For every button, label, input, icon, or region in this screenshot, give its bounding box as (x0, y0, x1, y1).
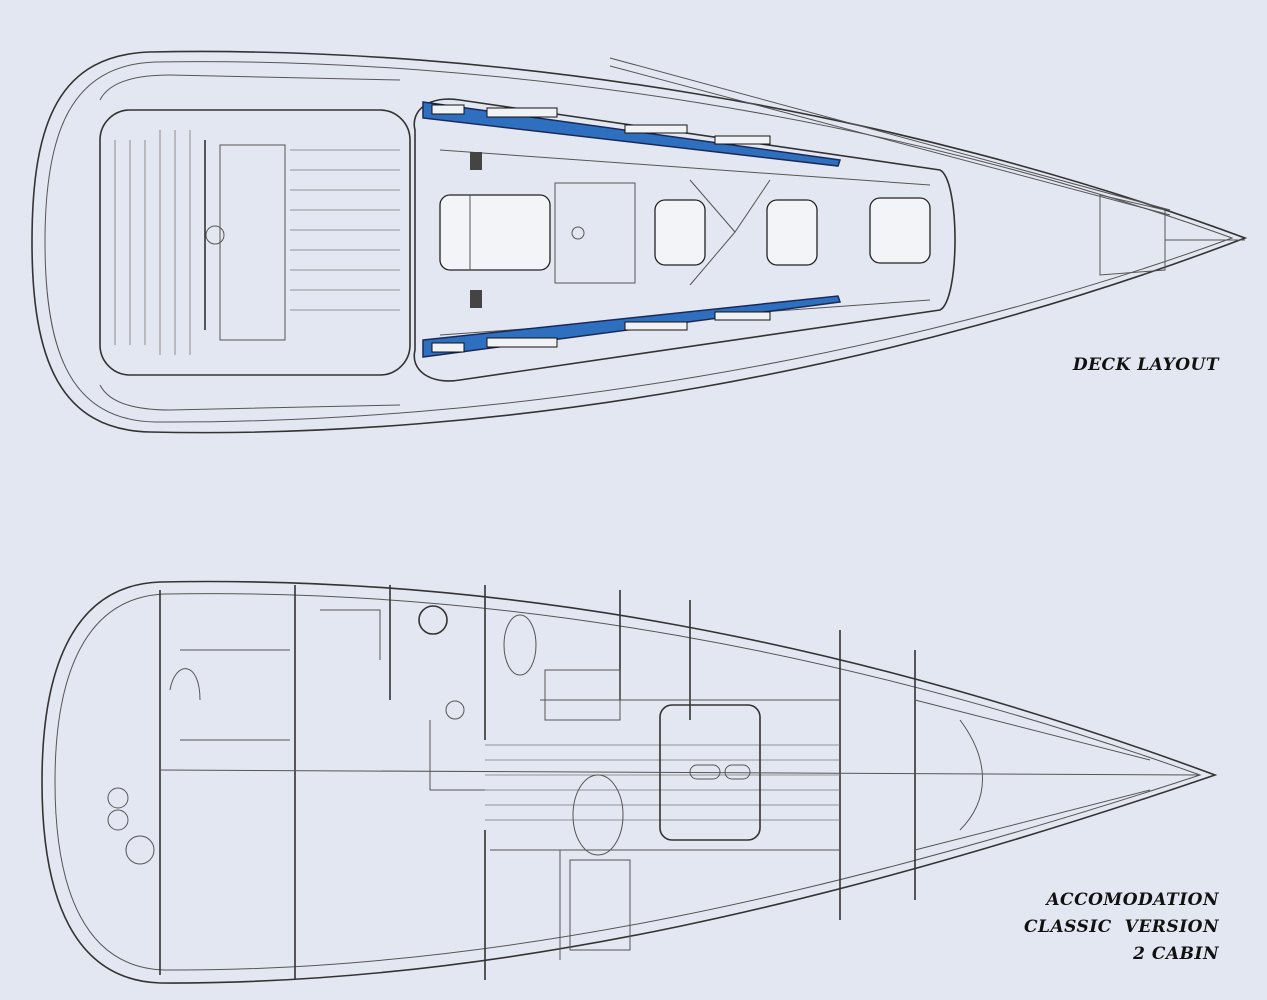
accommodation-label-line-1: ACCOMODATION (1046, 890, 1219, 910)
deck-layout-plan (31, 50, 1248, 434)
accommodation-label: ACCOMODATION CLASSIC VERSION 2 CABIN (1024, 887, 1219, 968)
toilet (418, 605, 448, 635)
deck-layout-label: DECK LAYOUT (1072, 355, 1219, 375)
hatch-2 (766, 199, 818, 266)
port-toerail-blue (422, 101, 841, 167)
deck-hull-outline (31, 50, 1248, 434)
shower (503, 614, 537, 676)
galley-stove (569, 859, 631, 951)
accommodation-hull-outline (41, 580, 1218, 984)
accommodation-label-line-3: 2 CABIN (1133, 944, 1219, 964)
accommodation-plan (41, 580, 1218, 984)
cockpit-outline (99, 109, 411, 376)
anchor-locker (1099, 194, 1166, 276)
hatch-3 (869, 197, 931, 264)
accommodation-label-line-2: CLASSIC VERSION (1023, 917, 1219, 937)
hatch-1 (654, 199, 706, 266)
galley-sink (572, 774, 624, 856)
steering-wheel-icon (205, 225, 225, 245)
deck-toerail (44, 61, 1234, 423)
coachroof-outline (413, 98, 956, 382)
main-hatch (439, 194, 551, 271)
